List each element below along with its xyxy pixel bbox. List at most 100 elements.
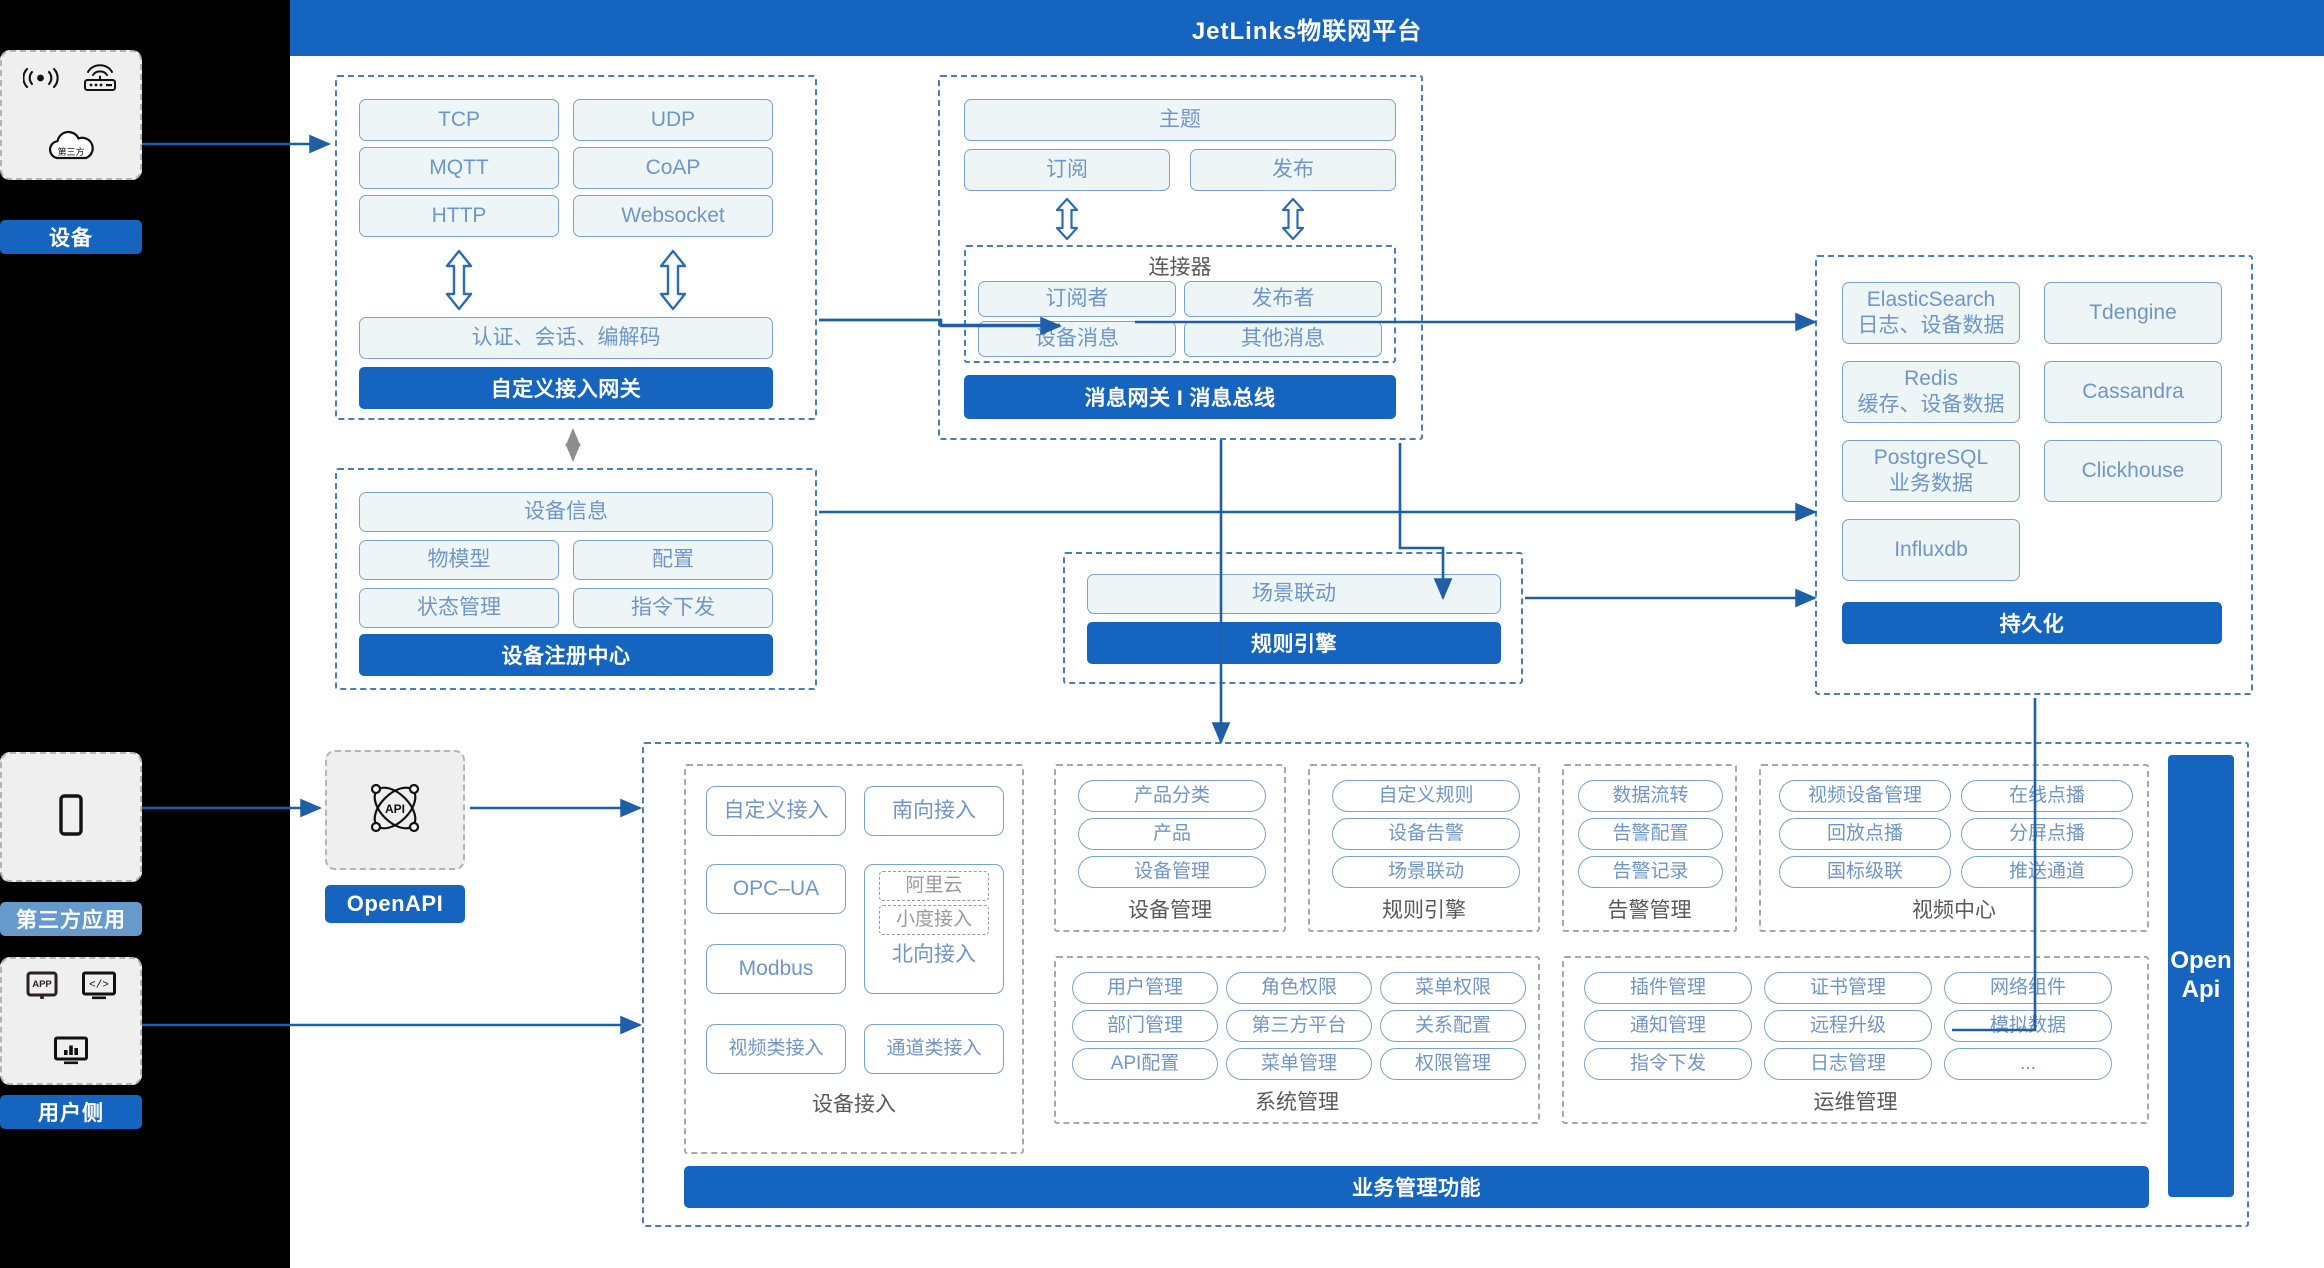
topic-chip-text: 主题 — [1159, 107, 1201, 131]
protocol-chip-udp[interactable]: UDP — [573, 99, 773, 141]
topic-chip[interactable]: 主题 — [964, 99, 1396, 141]
storage-chip-cassandra-name: Cassandra — [2082, 379, 2184, 403]
connector-chip-subscriber[interactable]: 订阅者 — [978, 281, 1176, 317]
sys-chip-permission-mgmt-text: 权限管理 — [1414, 1053, 1491, 1075]
business-management-group: 自定义接入 南向接入 OPC–UA Modbus 阿里云 小度接入 北向接入 视… — [642, 742, 2249, 1227]
video-chip-device-mgmt[interactable]: 视频设备管理 — [1779, 780, 1951, 812]
ops-chip-command-dispatch-text: 指令下发 — [1629, 1053, 1706, 1075]
video-chip-push-channel[interactable]: 推送通道 — [1961, 856, 2133, 888]
protocol-chip-mqtt-text: MQTT — [429, 155, 489, 179]
access-chip-channel[interactable]: 通道类接入 — [864, 1024, 1004, 1074]
ops-chip-cert-mgmt-text: 证书管理 — [1809, 977, 1886, 999]
video-chip-online-vod-text: 在线点播 — [2008, 785, 2085, 807]
device-registry-bar[interactable]: 设备注册中心 — [359, 634, 773, 676]
video-chip-online-vod[interactable]: 在线点播 — [1961, 780, 2133, 812]
rule-chip-device-alarm[interactable]: 设备告警 — [1332, 818, 1520, 850]
storage-chip-postgresql[interactable]: PostgreSQL 业务数据 — [1842, 440, 2020, 502]
devmgmt-chip-product[interactable]: 产品 — [1078, 818, 1266, 850]
connector-chip-other-message[interactable]: 其他消息 — [1184, 321, 1382, 357]
ops-chip-network-component[interactable]: 网络组件 — [1944, 972, 2112, 1004]
access-chip-opcua-text: OPC–UA — [732, 876, 820, 900]
sys-chip-relation-config[interactable]: 关系配置 — [1380, 1010, 1526, 1042]
publish-chip[interactable]: 发布 — [1190, 149, 1396, 191]
video-chip-push-channel-text: 推送通道 — [2008, 861, 2085, 883]
video-chip-gb-cascade[interactable]: 国标级联 — [1779, 856, 1951, 888]
sys-chip-permission-mgmt[interactable]: 权限管理 — [1380, 1048, 1526, 1080]
alarm-chip-alarm-config[interactable]: 告警配置 — [1578, 818, 1723, 850]
storage-chip-elasticsearch-sub: 日志、设备数据 — [1857, 313, 2005, 337]
video-chip-split-screen[interactable]: 分屏点播 — [1961, 818, 2133, 850]
storage-chip-redis[interactable]: Redis 缓存、设备数据 — [1842, 361, 2020, 423]
connector-chip-device-message[interactable]: 设备消息 — [978, 321, 1176, 357]
access-chip-modbus[interactable]: Modbus — [706, 944, 846, 994]
sys-chip-menu-permission[interactable]: 菜单权限 — [1380, 972, 1526, 1004]
system-mgmt-group: 用户管理 角色权限 菜单权限 部门管理 第三方平台 关系配置 API配置 菜单管… — [1054, 956, 1540, 1124]
storage-chip-redis-sub: 缓存、设备数据 — [1857, 392, 2005, 416]
configuration-chip[interactable]: 配置 — [573, 540, 773, 580]
persistence-bar[interactable]: 持久化 — [1842, 602, 2222, 644]
connector-chip-publisher[interactable]: 发布者 — [1184, 281, 1382, 317]
protocol-chip-tcp[interactable]: TCP — [359, 99, 559, 141]
ops-chip-simulated-data[interactable]: 模拟数据 — [1944, 1010, 2112, 1042]
devmgmt-chip-device-management[interactable]: 设备管理 — [1078, 856, 1266, 888]
sys-chip-dept-mgmt[interactable]: 部门管理 — [1072, 1010, 1218, 1042]
storage-chip-clickhouse[interactable]: Clickhouse — [2044, 440, 2222, 502]
rule-engine-bar-text: 规则引擎 — [1251, 633, 1337, 656]
custom-access-gateway-bar[interactable]: 自定义接入网关 — [359, 367, 773, 409]
ops-chip-cert-mgmt[interactable]: 证书管理 — [1764, 972, 1932, 1004]
scene-linkage-chip[interactable]: 场景联动 — [1087, 574, 1501, 614]
access-chip-video[interactable]: 视频类接入 — [706, 1024, 846, 1074]
sys-chip-menu-mgmt[interactable]: 菜单管理 — [1226, 1048, 1372, 1080]
codec-chip[interactable]: 认证、会话、编解码 — [359, 317, 773, 359]
api-network-icon: API — [362, 775, 428, 846]
protocol-chip-websocket[interactable]: Websocket — [573, 195, 773, 237]
sys-chip-third-party-platform[interactable]: 第三方平台 — [1226, 1010, 1372, 1042]
business-function-bar[interactable]: 业务管理功能 — [684, 1166, 2149, 1208]
third-party-cloud-icon: 第三方 — [41, 127, 101, 168]
command-dispatch-chip[interactable]: 指令下发 — [573, 588, 773, 628]
video-chip-playback[interactable]: 回放点播 — [1779, 818, 1951, 850]
subscribe-chip[interactable]: 订阅 — [964, 149, 1170, 191]
access-chip-custom[interactable]: 自定义接入 — [706, 786, 846, 836]
ops-chip-plugin-mgmt[interactable]: 插件管理 — [1584, 972, 1752, 1004]
rule-chip-custom-rule-text: 自定义规则 — [1378, 785, 1474, 807]
ops-chip-remote-upgrade[interactable]: 远程升级 — [1764, 1010, 1932, 1042]
thing-model-chip[interactable]: 物模型 — [359, 540, 559, 580]
open-api-vertical-bar[interactable]: Open Api — [2168, 755, 2234, 1197]
rule-engine-biz-caption-text: 规则引擎 — [1382, 899, 1466, 922]
openapi-label-bar[interactable]: OpenAPI — [325, 885, 465, 923]
storage-chip-cassandra[interactable]: Cassandra — [2044, 361, 2222, 423]
system-mgmt-caption: 系统管理 — [1056, 1086, 1538, 1116]
access-chip-aliyun[interactable]: 阿里云 — [879, 871, 989, 901]
ops-chip-log-mgmt[interactable]: 日志管理 — [1764, 1048, 1932, 1080]
ops-chip-notification-mgmt[interactable]: 通知管理 — [1584, 1010, 1752, 1042]
devmgmt-chip-product-category[interactable]: 产品分类 — [1078, 780, 1266, 812]
storage-chip-elasticsearch[interactable]: ElasticSearch 日志、设备数据 — [1842, 282, 2020, 344]
message-bus-bar[interactable]: 消息网关 I 消息总线 — [964, 375, 1396, 419]
third-party-app-icon-card — [0, 752, 142, 882]
protocol-chip-mqtt[interactable]: MQTT — [359, 147, 559, 189]
ops-chip-command-dispatch[interactable]: 指令下发 — [1584, 1048, 1752, 1080]
access-chip-xiaodu[interactable]: 小度接入 — [879, 905, 989, 935]
sys-chip-role-permission[interactable]: 角色权限 — [1226, 972, 1372, 1004]
device-info-chip-text: 设备信息 — [524, 499, 608, 523]
alarm-chip-alarm-record[interactable]: 告警记录 — [1578, 856, 1723, 888]
rule-chip-custom-rule[interactable]: 自定义规则 — [1332, 780, 1520, 812]
sys-chip-user-mgmt[interactable]: 用户管理 — [1072, 972, 1218, 1004]
access-chip-opcua[interactable]: OPC–UA — [706, 864, 846, 914]
sys-chip-api-config[interactable]: API配置 — [1072, 1048, 1218, 1080]
access-chip-southbound[interactable]: 南向接入 — [864, 786, 1004, 836]
storage-chip-influxdb[interactable]: Influxdb — [1842, 519, 2020, 581]
rule-engine-bar[interactable]: 规则引擎 — [1087, 622, 1501, 664]
ops-chip-more[interactable]: ... — [1944, 1048, 2112, 1080]
rule-chip-scene-linkage[interactable]: 场景联动 — [1332, 856, 1520, 888]
access-chip-aliyun-text: 阿里云 — [905, 875, 963, 897]
state-management-chip[interactable]: 状态管理 — [359, 588, 559, 628]
storage-chip-tdengine[interactable]: Tdengine — [2044, 282, 2222, 344]
device-info-chip[interactable]: 设备信息 — [359, 492, 773, 532]
connector-chip-other-message-text: 其他消息 — [1241, 326, 1325, 350]
protocol-chip-coap[interactable]: CoAP — [573, 147, 773, 189]
alarm-chip-data-flow[interactable]: 数据流转 — [1578, 780, 1723, 812]
access-northbound-box[interactable]: 阿里云 小度接入 北向接入 — [864, 864, 1004, 994]
protocol-chip-http[interactable]: HTTP — [359, 195, 559, 237]
